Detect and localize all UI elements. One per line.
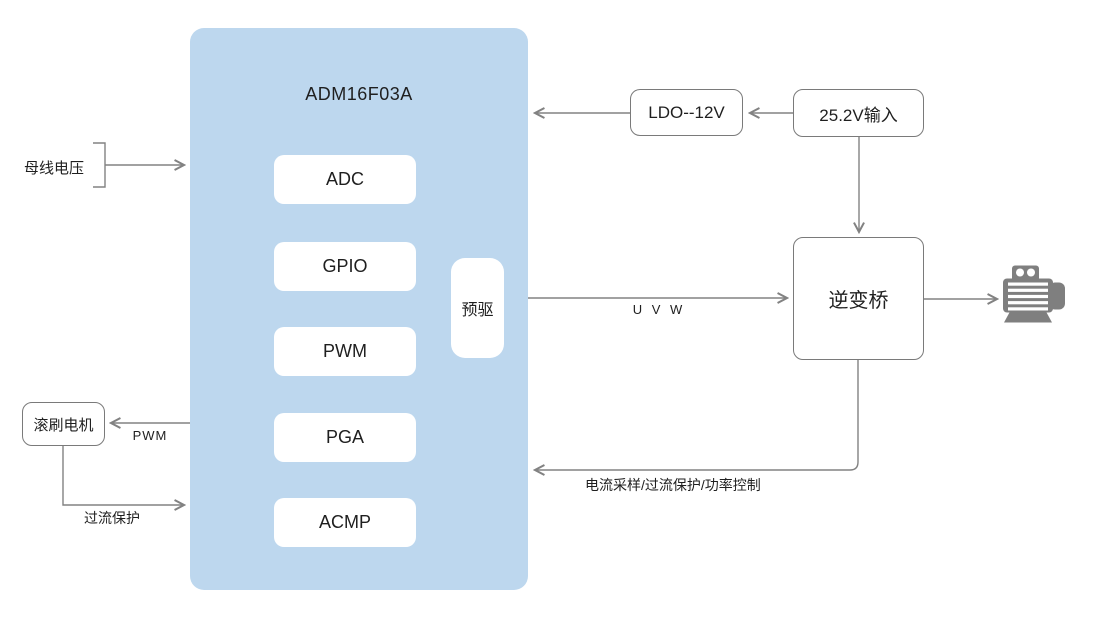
overcurrent-protection-label: 过流保护 bbox=[84, 510, 140, 526]
chip-module-pwm: PWM bbox=[274, 327, 416, 376]
wire-busvoltage-bracket bbox=[93, 142, 106, 188]
bus-voltage-label: 母线电压 bbox=[24, 160, 85, 177]
motor-icon bbox=[1003, 265, 1065, 323]
wire-inverter-feedback-to-chip bbox=[535, 360, 859, 470]
power-input-block: 25.2V输入 bbox=[793, 89, 924, 137]
brush-motor-block: 滚刷电机 bbox=[22, 402, 105, 446]
chip-module-acmp: ACMP bbox=[274, 498, 416, 547]
wire-brushmotor-overcurrent-to-chip bbox=[62, 446, 184, 505]
chip-module-gpio: GPIO bbox=[274, 242, 416, 291]
inverter-bridge-block: 逆变桥 bbox=[793, 237, 924, 360]
chip-module-pga: PGA bbox=[274, 413, 416, 462]
ldo-block: LDO--12V bbox=[630, 89, 743, 136]
chip-module-predriver: 预驱 bbox=[451, 258, 504, 358]
chip-module-adc: ADC bbox=[274, 155, 416, 204]
uvw-label: U V W bbox=[632, 302, 686, 317]
chip-title: ADM16F03A bbox=[305, 84, 413, 104]
pwm-label: PWM bbox=[132, 428, 168, 443]
feedback-label: 电流采样/过流保护/功率控制 bbox=[585, 477, 761, 493]
